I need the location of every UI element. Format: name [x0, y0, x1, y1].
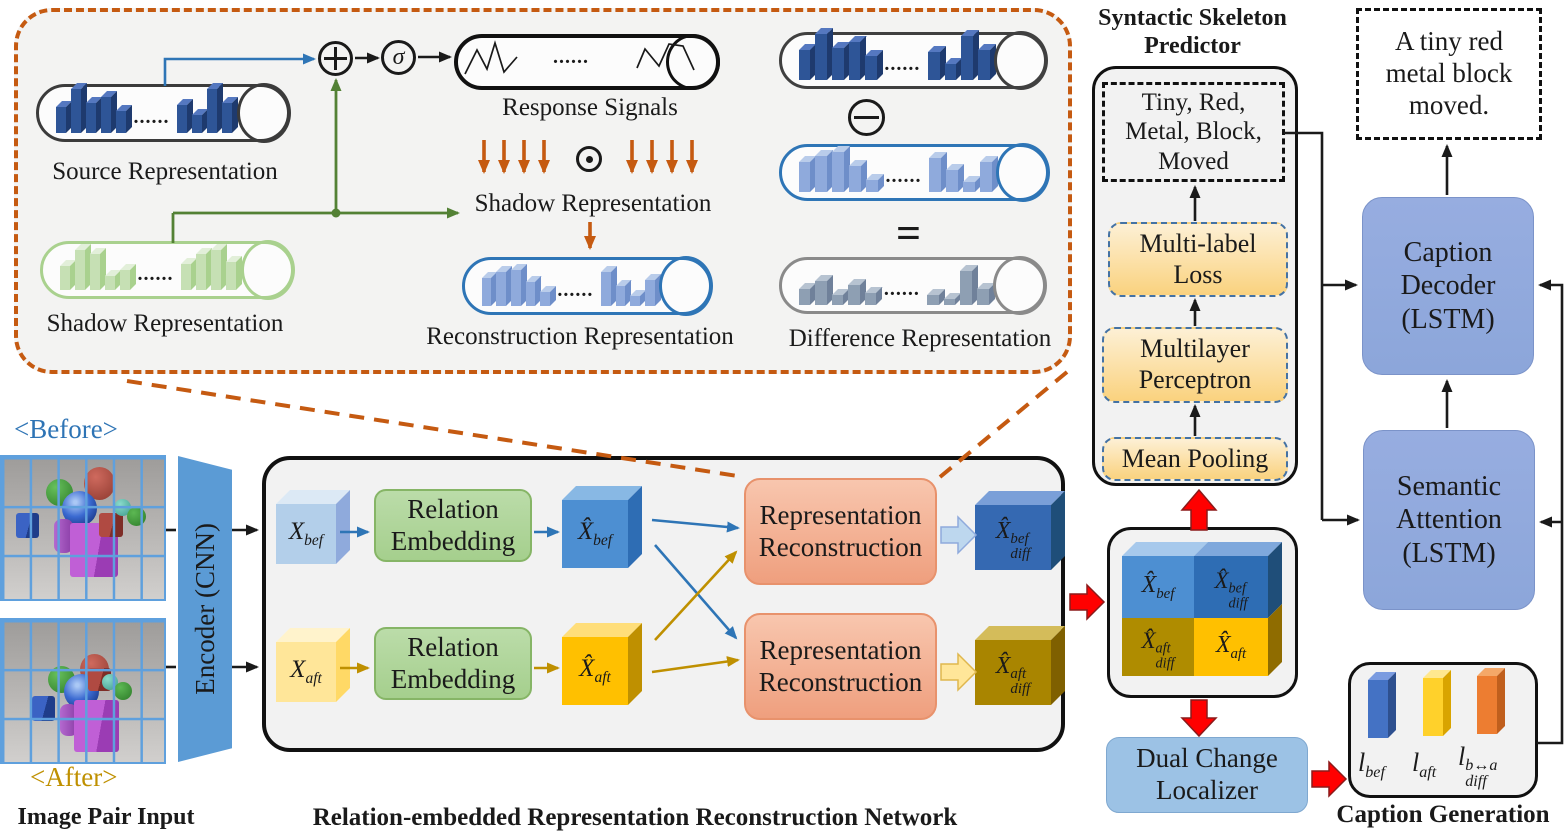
- fusion-to-localizer-arrow: [1180, 699, 1218, 738]
- fusion-xhat-aft-label: X̂aft: [1215, 631, 1247, 662]
- grid-overlay: [0, 618, 166, 764]
- semantic-attention-box: Semantic Attention (LSTM): [1363, 430, 1535, 610]
- l-diff-bar: [1477, 668, 1505, 734]
- difference-bars: ......: [796, 264, 995, 305]
- network-to-fusion-arrow: [1069, 583, 1106, 621]
- caption-generation-label: Caption Generation: [1336, 801, 1550, 828]
- relation-embedding-box-bottom: Relation Embedding: [374, 627, 532, 700]
- before-tag: <Before>: [14, 414, 118, 444]
- x-aft-label: Xaft: [290, 656, 322, 687]
- before-image: [0, 455, 166, 601]
- multi-label-loss-box: Multi-label Loss: [1108, 222, 1288, 297]
- sigmoid-icon: σ: [381, 40, 416, 75]
- reconstruction-representation-cylinder: ......: [462, 256, 713, 316]
- network-label: Relation-embedded Representation Reconst…: [312, 804, 958, 831]
- xhat-bef-label: X̂bef: [577, 518, 613, 549]
- xhat-aft-label: X̂aft: [579, 655, 611, 686]
- source-bars: ......: [53, 83, 239, 133]
- shadow-representation-cylinder: ......: [40, 240, 295, 300]
- response-signals-cylinder: ......: [454, 34, 720, 90]
- x-bef-label: Xbef: [288, 518, 324, 549]
- add-operator-icon: [318, 41, 353, 76]
- shadow-representation-mid-label: Shadow Representation: [474, 190, 712, 217]
- fusion-xhat-bef-label: X̂bef: [1141, 571, 1175, 602]
- subtrahend-cylinder: ......: [779, 143, 1050, 202]
- l-bef-label: lbef: [1358, 748, 1385, 782]
- after-tag: <After>: [30, 762, 118, 792]
- equals-sign: =: [896, 209, 922, 258]
- l-bef-bar: [1368, 672, 1396, 738]
- x-bef-cube: Xbef: [276, 490, 350, 564]
- subtract-operator-icon: [848, 99, 885, 136]
- after-image: [0, 618, 166, 764]
- fusion-to-predictor-arrow: [1180, 488, 1218, 531]
- shadow-bars: ......: [57, 244, 243, 290]
- reconstruction-representation-label: Reconstruction Representation: [426, 323, 734, 350]
- localizer-to-generation-arrow: [1311, 760, 1348, 798]
- xhat-aft-cube: X̂aft: [562, 623, 642, 705]
- difference-cylinder: ......: [779, 256, 1047, 315]
- generation-to-decoder-arrow: [1537, 279, 1564, 745]
- l-aft-label: laft: [1412, 748, 1437, 782]
- caption-decoder-box: Caption Decoder (LSTM): [1362, 197, 1534, 375]
- skeleton-words-box: Tiny, Red, Metal, Block, Moved: [1102, 82, 1285, 182]
- encoder-cnn: Encoder (CNN): [178, 456, 232, 762]
- minuend-bars: ......: [796, 28, 996, 80]
- source-representation-label: Source Representation: [52, 158, 278, 185]
- grid-overlay: [0, 455, 166, 601]
- representation-reconstruction-box-top: Representation Reconstruction: [744, 478, 937, 585]
- representation-reconstruction-box-bottom: Representation Reconstruction: [744, 613, 937, 720]
- reconstruction-bars: ......: [479, 264, 661, 306]
- multilayer-perceptron-box: Multilayer Perceptron: [1102, 327, 1288, 403]
- image-pair-input-label: Image Pair Input: [17, 804, 195, 830]
- minuend-cylinder: ......: [779, 28, 1048, 90]
- mean-pooling-box: Mean Pooling: [1102, 437, 1288, 481]
- relation-embedding-box-top: Relation Embedding: [374, 489, 532, 562]
- response-dots: ......: [553, 46, 589, 68]
- subtrahend-bars: ......: [796, 146, 998, 192]
- skeleton-predictor-title: Syntactic Skeleton Predictor: [1098, 4, 1287, 59]
- response-signals-label: Response Signals: [502, 94, 678, 121]
- source-representation-cylinder: ......: [36, 83, 291, 143]
- shadow-representation-label: Shadow Representation: [46, 310, 284, 337]
- output-caption-box: A tiny red metal block moved.: [1356, 8, 1542, 140]
- xhat-bef-cube: X̂bef: [562, 486, 642, 568]
- l-aft-bar: [1423, 670, 1451, 736]
- encoder-cnn-label: Encoder (CNN): [189, 523, 220, 695]
- difference-representation-label: Difference Representation: [788, 325, 1052, 352]
- x-aft-cube: Xaft: [276, 628, 350, 702]
- dual-change-localizer-box: Dual Change Localizer: [1106, 737, 1308, 813]
- elementwise-product-icon: [576, 146, 602, 172]
